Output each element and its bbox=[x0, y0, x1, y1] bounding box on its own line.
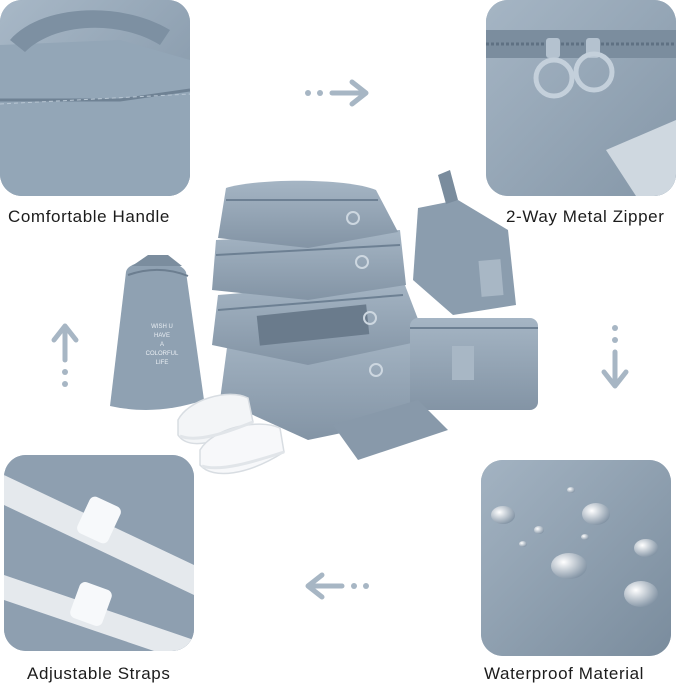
bag-print-line-1: WISH U bbox=[151, 324, 173, 330]
feature-caption-straps: Adjustable Straps bbox=[27, 664, 171, 683]
arrow-up-icon bbox=[51, 323, 79, 387]
zipper-closeup-icon bbox=[486, 0, 676, 196]
water-drops-closeup-icon bbox=[481, 460, 671, 656]
white-sneakers bbox=[177, 393, 285, 475]
arrow-down-icon bbox=[601, 325, 629, 389]
feature-caption-waterproof: Waterproof Material bbox=[484, 664, 645, 683]
drawstring-bag: WISH U HAVE A COLORFUL LIFE bbox=[110, 255, 204, 410]
zipper-feature-image bbox=[486, 0, 676, 196]
flat-pouch bbox=[333, 400, 448, 460]
handle-closeup-icon bbox=[0, 0, 190, 196]
arrow-left-icon bbox=[305, 572, 369, 600]
bag-print-line-5: LIFE bbox=[156, 360, 169, 366]
straps-feature-image bbox=[4, 455, 194, 651]
straps-closeup-icon bbox=[4, 455, 194, 651]
toiletry-bag bbox=[410, 318, 538, 410]
packing-cubes-stack bbox=[212, 180, 428, 440]
bag-print-line-4: COLORFUL bbox=[146, 351, 179, 357]
arrow-right-icon bbox=[305, 79, 369, 107]
packing-cubes-set-image: WISH U HAVE A COLORFUL LIFE bbox=[110, 170, 538, 475]
shoe-bag bbox=[413, 170, 516, 315]
feature-caption-zipper: 2-Way Metal Zipper bbox=[506, 207, 665, 226]
feature-caption-handle: Comfortable Handle bbox=[8, 207, 170, 226]
bag-print-line-3: A bbox=[160, 342, 164, 348]
bag-print-line-2: HAVE bbox=[154, 333, 170, 339]
handle-feature-image bbox=[0, 0, 190, 196]
waterproof-feature-image bbox=[481, 460, 671, 656]
